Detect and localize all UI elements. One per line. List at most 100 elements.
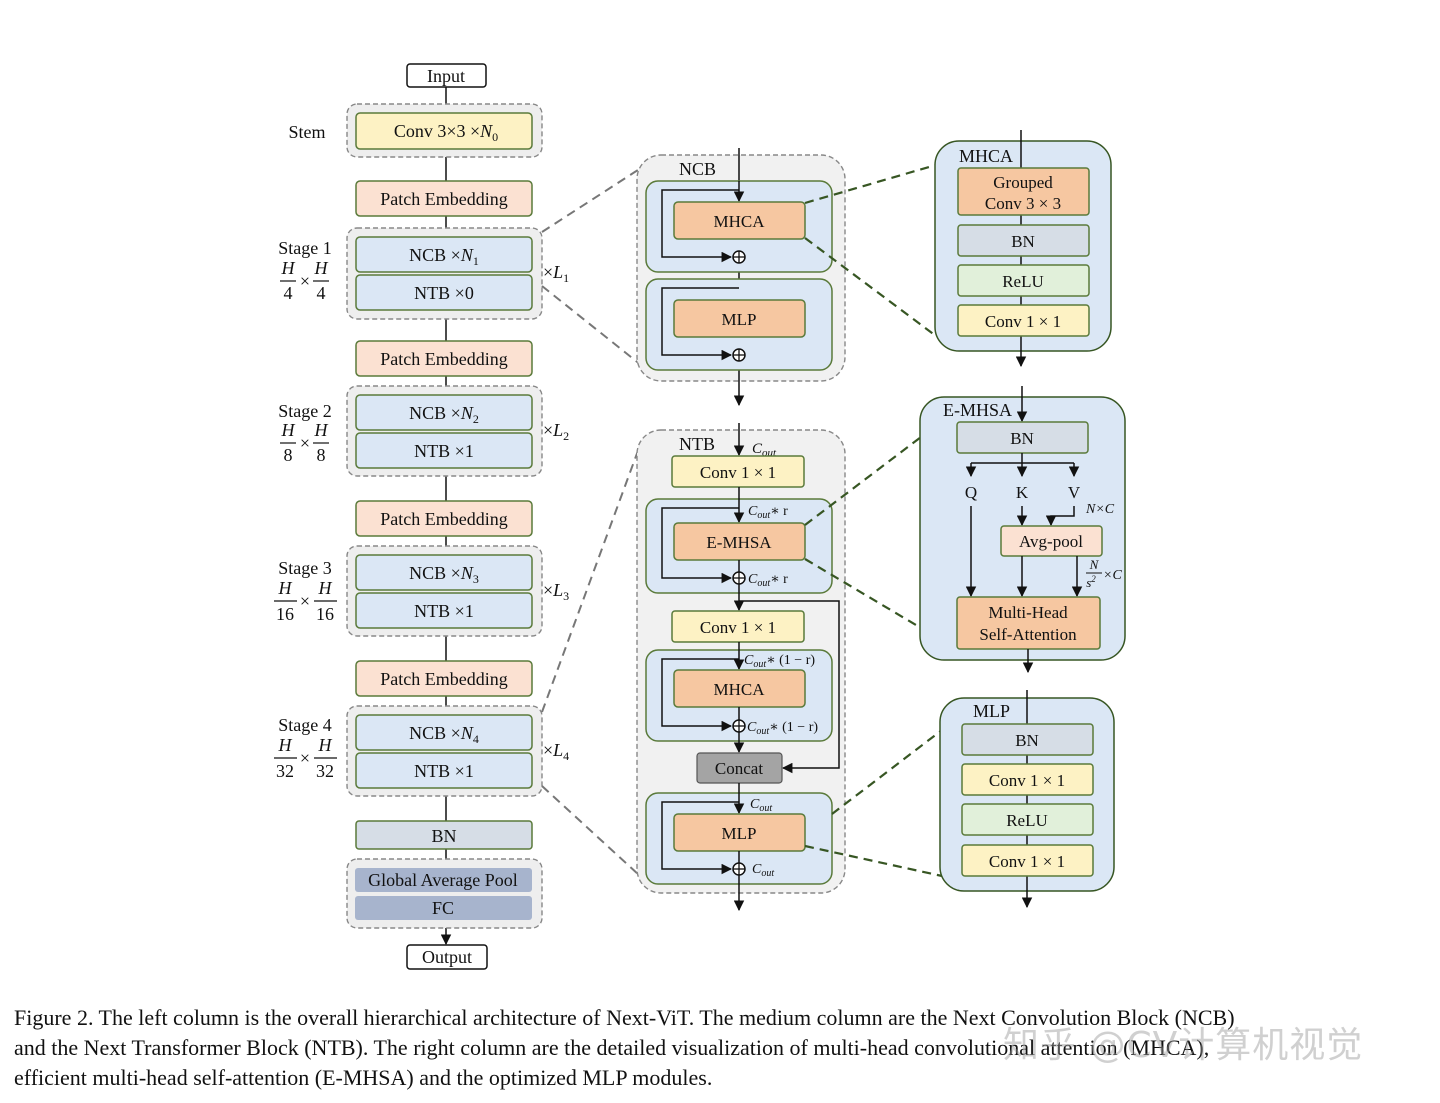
svg-text:H: H (278, 578, 293, 598)
stage-1: Stage 1 H 4 × H 4 NCB ×N1 NTB ×0 ×L1 (278, 227, 569, 320)
svg-text:Conv 1 × 1: Conv 1 × 1 (700, 618, 776, 637)
svg-text:×L2: ×L2 (543, 420, 569, 443)
svg-text:ReLU: ReLU (1002, 272, 1044, 291)
fc-label: FC (432, 898, 454, 918)
svg-text:ReLU: ReLU (1006, 811, 1048, 830)
svg-text:Stage 2: Stage 2 (278, 401, 332, 421)
svg-text:MLP: MLP (973, 701, 1010, 721)
input-box (406, 63, 487, 88)
caption-line-2: and the Next Transformer Block (NTB). Th… (14, 1035, 1210, 1060)
svg-text:Patch Embedding: Patch Embedding (380, 349, 507, 369)
svg-text:K: K (1016, 483, 1029, 502)
ncb-title: NCB (679, 159, 716, 179)
input-label: Input (427, 66, 465, 86)
ntb-block: NTB Cout Conv 1 × 1 Cout∗ r E-MHSA Cout∗… (636, 423, 846, 912)
svg-text:Cout∗ r: Cout∗ r (748, 504, 788, 521)
svg-text:16: 16 (276, 604, 294, 624)
svg-text:Cout∗ (1 − r): Cout∗ (1 − r) (747, 720, 818, 737)
final-bn-box (355, 820, 533, 850)
svg-text:H: H (318, 735, 333, 755)
output-label: Output (422, 947, 472, 967)
svg-text:E-MHSA: E-MHSA (943, 400, 1012, 420)
svg-text:H: H (318, 578, 333, 598)
stage-2: Stage 2 H 8 × H 8 NCB ×N2 NTB ×1 ×L2 (278, 385, 569, 477)
svg-text:MLP: MLP (722, 824, 757, 843)
svg-text:Q: Q (965, 483, 977, 502)
zoom-lines-green (804, 163, 943, 878)
ntb-conv1-box (671, 455, 805, 488)
svg-text:Conv 1 × 1: Conv 1 × 1 (989, 771, 1065, 790)
svg-text:NTB ×1: NTB ×1 (414, 601, 474, 621)
left-column: Input Stem Conv 3×3 ×N0 Patch Embedding … (274, 63, 569, 970)
svg-text:BN: BN (1011, 232, 1035, 251)
svg-text:32: 32 (316, 761, 334, 781)
stem-label: Stem (288, 122, 325, 142)
svg-text:H: H (314, 258, 329, 278)
watermark: 知乎 @CV计算机视觉 (1003, 1025, 1364, 1066)
svg-text:Cout∗ (1 − r): Cout∗ (1 − r) (744, 653, 815, 670)
figure-caption: Figure 2. The left column is the overall… (14, 1003, 1409, 1093)
svg-text:NTB ×0: NTB ×0 (414, 283, 474, 303)
svg-text:8: 8 (317, 445, 326, 465)
global-average-pool-label: Global Average Pool (368, 870, 518, 890)
svg-text:s2: s2 (1086, 574, 1096, 590)
svg-text:Stage 3: Stage 3 (278, 558, 332, 578)
svg-text:Conv 3 × 3: Conv 3 × 3 (985, 194, 1061, 213)
svg-text:Conv 1 × 1: Conv 1 × 1 (985, 312, 1061, 331)
patch-embedding-3: Patch Embedding (355, 500, 533, 537)
svg-text:8: 8 (284, 445, 293, 465)
svg-text:×: × (300, 271, 310, 291)
svg-text:N: N (1089, 557, 1100, 572)
svg-text:NCB ×N3: NCB ×N3 (409, 563, 479, 586)
svg-text:Concat: Concat (715, 759, 763, 778)
svg-text:Avg-pool: Avg-pool (1019, 532, 1083, 551)
ncb-block: NCB MHCA MLP (636, 148, 846, 407)
svg-text:Conv 1 × 1: Conv 1 × 1 (989, 852, 1065, 871)
svg-text:E-MHSA: E-MHSA (706, 533, 772, 552)
svg-text:×C: ×C (1103, 568, 1122, 583)
svg-text:H: H (281, 420, 296, 440)
svg-text:Self-Attention: Self-Attention (979, 625, 1077, 644)
svg-text:Grouped: Grouped (993, 173, 1053, 192)
ncb-mhca-label: MHCA (713, 212, 765, 231)
svg-text:MHCA: MHCA (959, 146, 1013, 166)
svg-text:×L1: ×L1 (543, 262, 569, 285)
ntb-conv2-box (671, 610, 805, 643)
svg-text:NCB ×N2: NCB ×N2 (409, 403, 479, 426)
svg-text:4: 4 (317, 283, 326, 303)
mhca-detail: MHCA Grouped Conv 3 × 3 BN ReLU Conv 1 ×… (934, 130, 1112, 368)
svg-text:NCB ×N1: NCB ×N1 (409, 245, 479, 268)
next-vit-architecture-diagram: Input Stem Conv 3×3 ×N0 Patch Embedding … (274, 63, 1126, 970)
svg-text:Conv 1 × 1: Conv 1 × 1 (700, 463, 776, 482)
svg-text:NTB ×1: NTB ×1 (414, 761, 474, 781)
svg-text:Patch Embedding: Patch Embedding (380, 669, 507, 689)
svg-text:4: 4 (284, 283, 293, 303)
svg-text:Patch Embedding: Patch Embedding (380, 189, 507, 209)
output-box (406, 944, 488, 970)
caption-line-1: Figure 2. The left column is the overall… (14, 1005, 1235, 1030)
svg-text:BN: BN (1010, 429, 1034, 448)
svg-text:Cout: Cout (750, 797, 772, 814)
svg-text:Cout: Cout (752, 862, 774, 879)
caption-line-3: efficient multi-head self-attention (E-M… (14, 1065, 713, 1090)
svg-text:32: 32 (276, 761, 294, 781)
svg-text:BN: BN (1015, 731, 1039, 750)
svg-text:Patch Embedding: Patch Embedding (380, 509, 507, 529)
patch-embedding-4: Patch Embedding (355, 660, 533, 697)
ncb-mlp-label: MLP (722, 310, 757, 329)
stage-4: Stage 4 H 32 × H 32 NCB ×N4 NTB ×1 ×L4 (274, 705, 569, 797)
svg-text:×: × (300, 748, 310, 768)
svg-text:×: × (300, 591, 310, 611)
global-average-pool-box (355, 868, 532, 892)
ntb-title: NTB (679, 434, 715, 454)
svg-text:V: V (1068, 483, 1081, 502)
mlp-detail: MLP BN Conv 1 × 1 ReLU Conv 1 × 1 (939, 690, 1115, 909)
svg-text:Cout∗ r: Cout∗ r (748, 572, 788, 589)
ncb-mlp-box (673, 299, 806, 338)
fc-box (355, 896, 532, 920)
patch-embedding-1: Patch Embedding (355, 180, 533, 217)
svg-text:×: × (300, 433, 310, 453)
svg-text:×L4: ×L4 (543, 740, 569, 763)
patch-embedding-2: Patch Embedding (355, 340, 533, 377)
svg-text:H: H (314, 420, 329, 440)
